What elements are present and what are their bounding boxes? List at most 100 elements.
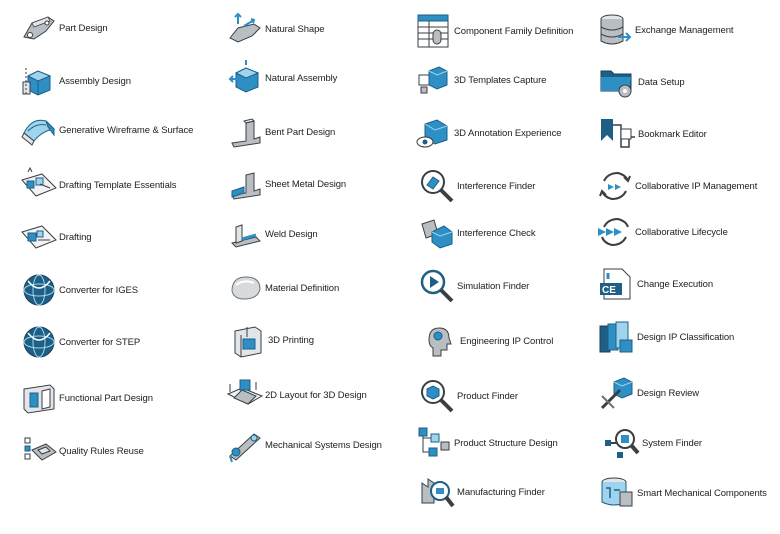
- app-system-finder[interactable]: System Finder: [603, 423, 702, 463]
- app-label: Design Review: [637, 387, 700, 399]
- app-2d-layout[interactable]: 2D Layout for 3D Design: [226, 375, 367, 415]
- app-label: Quality Rules Reuse: [59, 445, 144, 457]
- app-label: Product Finder: [457, 390, 518, 402]
- app-label: Engineering IP Control: [460, 335, 554, 347]
- lifecycle-icon: [596, 213, 634, 251]
- annotation-icon: [415, 114, 453, 152]
- app-converter-iges[interactable]: Converter for IGES: [20, 270, 138, 310]
- app-natural-assembly[interactable]: Natural Assembly: [226, 58, 337, 98]
- bookmark-icon: [599, 115, 637, 153]
- app-drafting-template[interactable]: Drafting Template Essentials: [20, 165, 177, 205]
- quality-rules-icon: [20, 432, 58, 470]
- app-part-design[interactable]: Part Design: [20, 8, 108, 48]
- app-label: Drafting Template Essentials: [59, 179, 177, 191]
- app-generative-wireframe[interactable]: Generative Wireframe & Surface: [20, 110, 193, 150]
- app-3d-annotation[interactable]: 3D Annotation Experience: [415, 113, 562, 153]
- app-design-review[interactable]: Design Review: [598, 373, 699, 413]
- app-collaborative-ip[interactable]: Collaborative IP Management: [596, 166, 757, 206]
- app-label: 3D Templates Capture: [454, 74, 547, 86]
- app-label: Material Definition: [265, 282, 340, 294]
- assembly-design-icon: [20, 62, 58, 100]
- app-label: Product Structure Design: [454, 437, 558, 449]
- app-label: 3D Printing: [268, 334, 314, 346]
- drafting-template-icon: [20, 166, 58, 204]
- bent-part-icon: [226, 113, 264, 151]
- globe-converter-icon: [20, 271, 58, 309]
- simulation-finder-icon: [418, 267, 456, 305]
- app-quality-rules[interactable]: Quality Rules Reuse: [20, 431, 144, 471]
- app-drafting[interactable]: Drafting: [20, 217, 92, 257]
- app-natural-shape[interactable]: Natural Shape: [226, 9, 325, 49]
- app-label: Generative Wireframe & Surface: [59, 124, 194, 136]
- app-interference-check[interactable]: Interference Check: [418, 213, 536, 253]
- engineering-ip-icon: [421, 322, 459, 360]
- app-label: Collaborative Lifecycle: [635, 226, 728, 238]
- manufacturing-finder-icon: [418, 473, 456, 511]
- app-label: Converter for IGES: [59, 284, 138, 296]
- app-3d-printing[interactable]: 3D Printing: [229, 320, 314, 360]
- wireframe-surface-icon: [20, 111, 58, 149]
- app-sheet-metal[interactable]: Sheet Metal Design: [226, 164, 346, 204]
- app-label: Natural Assembly: [265, 72, 338, 84]
- app-label: Bent Part Design: [265, 126, 336, 138]
- printer-3d-icon: [229, 321, 267, 359]
- app-converter-step[interactable]: Converter for STEP: [20, 322, 140, 362]
- mechanical-systems-icon: [226, 426, 264, 464]
- interference-finder-icon: [418, 167, 456, 205]
- app-product-structure[interactable]: Product Structure Design: [415, 423, 558, 463]
- weld-design-icon: [226, 215, 264, 253]
- app-label: Natural Shape: [265, 23, 325, 35]
- app-data-setup[interactable]: Data Setup: [599, 62, 685, 102]
- app-material-definition[interactable]: Material Definition: [226, 268, 339, 308]
- layout-2d-icon: [226, 376, 264, 414]
- classification-icon: [598, 318, 636, 356]
- app-bent-part[interactable]: Bent Part Design: [226, 112, 335, 152]
- app-label: Part Design: [59, 22, 108, 34]
- app-product-finder[interactable]: Product Finder: [418, 376, 518, 416]
- app-interference-finder[interactable]: Interference Finder: [418, 166, 535, 206]
- app-mechanical-systems[interactable]: Mechanical Systems Design: [226, 425, 382, 465]
- app-label: System Finder: [642, 437, 702, 449]
- app-label: Exchange Management: [635, 24, 734, 36]
- app-3d-templates-capture[interactable]: 3D Templates Capture: [415, 60, 546, 100]
- app-label: 2D Layout for 3D Design: [265, 389, 367, 401]
- database-icon: [596, 11, 634, 49]
- app-weld-design[interactable]: Weld Design: [226, 214, 318, 254]
- sheet-metal-icon: [226, 165, 264, 203]
- change-execution-icon: CE: [598, 265, 636, 303]
- globe-converter-icon: [20, 323, 58, 361]
- component-family-icon: [415, 12, 453, 50]
- product-finder-icon: [418, 377, 456, 415]
- app-label: Bookmark Editor: [638, 128, 707, 140]
- app-smart-mechanical[interactable]: Smart Mechanical Components: [598, 473, 767, 513]
- app-exchange-management[interactable]: Exchange Management: [596, 10, 734, 50]
- app-change-execution[interactable]: CE Change Execution: [598, 264, 713, 304]
- natural-assembly-icon: [226, 59, 264, 97]
- app-assembly-design[interactable]: Assembly Design: [20, 61, 131, 101]
- app-label: Converter for STEP: [59, 336, 141, 348]
- smart-components-icon: [598, 474, 636, 512]
- app-component-family[interactable]: Component Family Definition: [415, 11, 573, 51]
- app-label: Weld Design: [265, 228, 318, 240]
- app-label: Design IP Classification: [637, 331, 735, 343]
- app-design-ip-classification[interactable]: Design IP Classification: [598, 317, 734, 357]
- app-functional-part[interactable]: Functional Part Design: [20, 378, 153, 418]
- app-label: Sheet Metal Design: [265, 178, 347, 190]
- app-manufacturing-finder[interactable]: Manufacturing Finder: [418, 472, 545, 512]
- app-label: Mechanical Systems Design: [265, 439, 382, 451]
- app-engineering-ip-control[interactable]: Engineering IP Control: [421, 321, 553, 361]
- app-simulation-finder[interactable]: Simulation Finder: [418, 266, 529, 306]
- app-bookmark-editor[interactable]: Bookmark Editor: [599, 114, 707, 154]
- app-label: Simulation Finder: [457, 280, 530, 292]
- svg-text:CE: CE: [602, 285, 616, 296]
- functional-part-icon: [20, 379, 58, 417]
- product-structure-icon: [415, 424, 453, 462]
- app-label: Interference Finder: [457, 180, 536, 192]
- app-label: Functional Part Design: [59, 392, 153, 404]
- app-label: Collaborative IP Management: [635, 180, 758, 192]
- sync-arrows-icon: [596, 167, 634, 205]
- material-definition-icon: [226, 269, 264, 307]
- natural-shape-icon: [226, 10, 264, 48]
- folder-gear-icon: [599, 63, 637, 101]
- app-collaborative-lifecycle[interactable]: Collaborative Lifecycle: [596, 212, 728, 252]
